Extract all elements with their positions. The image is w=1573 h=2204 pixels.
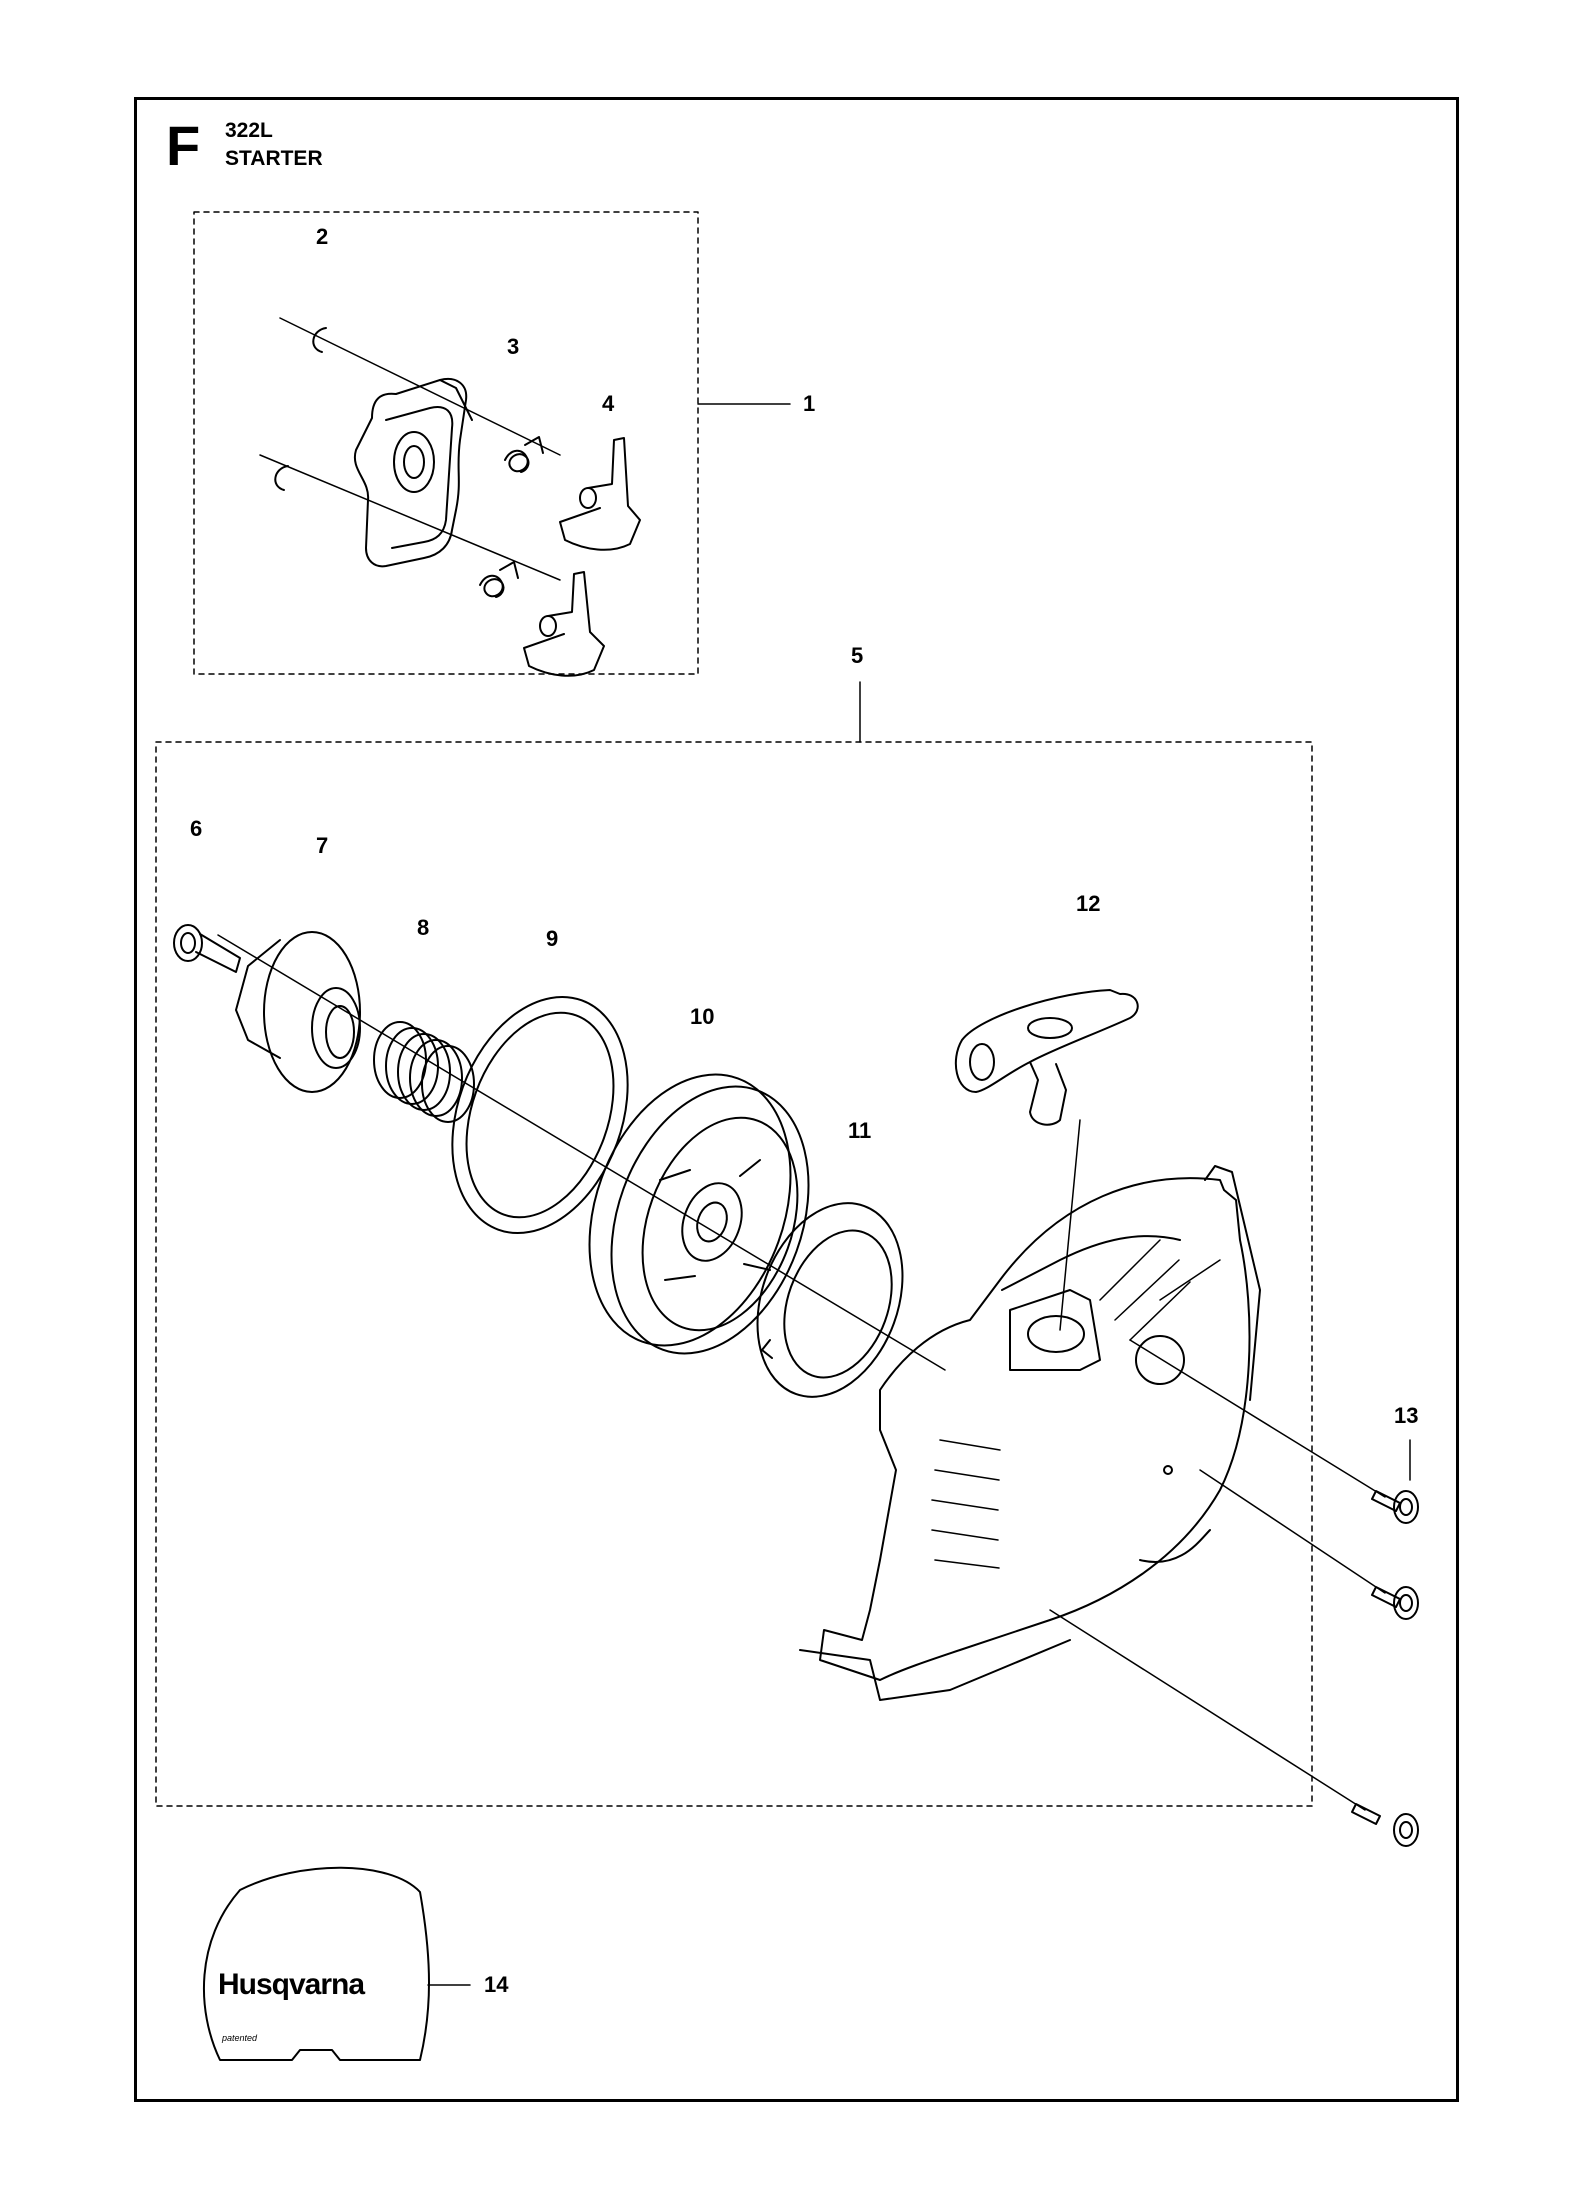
section-letter: F xyxy=(166,114,201,177)
decal-part xyxy=(202,1866,430,2061)
decal-small-text: patented xyxy=(222,2033,258,2043)
pulley-hub-part xyxy=(235,931,361,1093)
kit-box-pawls xyxy=(193,211,699,675)
callout-14: 14 xyxy=(484,1972,509,1997)
pawl-carrier-part xyxy=(353,378,473,568)
callout-13: 13 xyxy=(1394,1403,1419,1428)
starter-housing-part xyxy=(799,1165,1261,1701)
diagram-title: STARTER xyxy=(225,147,323,170)
callout-10: 10 xyxy=(690,1004,715,1029)
kit-box-starter xyxy=(155,741,1313,1807)
coil-spring-part xyxy=(373,1021,475,1123)
callout-6: 6 xyxy=(190,816,203,841)
model-number: 322L xyxy=(225,119,273,142)
spring-ring-part xyxy=(451,995,629,1235)
callout-12: 12 xyxy=(1076,891,1101,916)
callout-4: 4 xyxy=(602,391,615,416)
pawl-part xyxy=(523,437,641,677)
callout-9: 9 xyxy=(546,926,559,951)
spring-cassette-part xyxy=(756,1202,904,1398)
housing-screw-part xyxy=(1351,1490,1419,1847)
starter-handle-part xyxy=(954,989,1139,1126)
callout-1: 1 xyxy=(803,391,816,416)
pawl-spring-part xyxy=(479,436,544,598)
circlip-part xyxy=(274,327,327,491)
decal-brand-text: Husqvarna xyxy=(218,1968,365,2001)
callout-2: 2 xyxy=(316,224,329,249)
leader-lines xyxy=(217,317,1411,1986)
callout-8: 8 xyxy=(417,915,430,940)
page-frame xyxy=(134,97,1459,2102)
callout-5: 5 xyxy=(851,643,864,668)
callout-11: 11 xyxy=(848,1118,872,1143)
callout-3: 3 xyxy=(507,334,520,359)
center-screw-part xyxy=(173,924,241,973)
rope-pulley-part xyxy=(588,1073,810,1355)
callout-7: 7 xyxy=(316,833,329,858)
